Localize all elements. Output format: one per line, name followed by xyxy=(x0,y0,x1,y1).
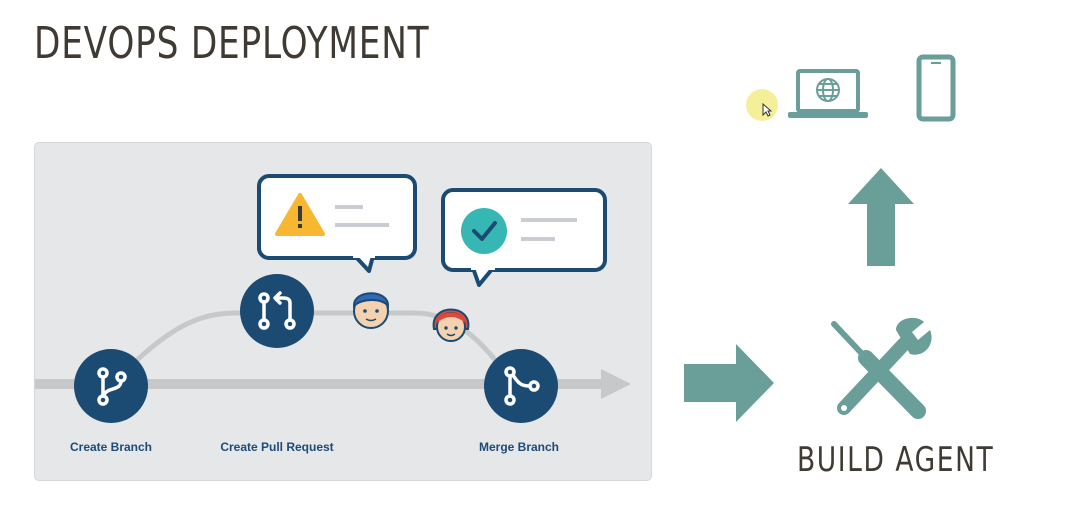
feature-branch-line xyxy=(109,310,516,386)
warning-callout xyxy=(257,174,417,273)
tools-icon xyxy=(831,317,932,419)
step-label-create-branch: Create Branch xyxy=(69,440,153,454)
build-agent-label: BUILD AGENT xyxy=(797,440,995,480)
warning-icon xyxy=(275,193,325,236)
main-branch-line xyxy=(35,379,605,389)
main-branch-arrowhead xyxy=(601,369,631,399)
male-developer-avatar xyxy=(352,292,390,329)
page-title: DEVOPS DEPLOYMENT xyxy=(34,18,430,69)
cursor-highlight xyxy=(746,89,778,121)
git-merge-icon xyxy=(484,349,558,423)
approval-callout xyxy=(441,188,607,287)
workflow-graphic xyxy=(35,174,631,423)
mouse-pointer-icon xyxy=(762,103,772,117)
pull-request-icon xyxy=(240,274,314,348)
up-arrow-icon xyxy=(848,168,914,266)
laptop-globe-icon xyxy=(788,69,868,118)
step-label-create-pull-request: Create Pull Request xyxy=(220,440,334,454)
git-workflow-panel: Create Branch Create Pull Request Merge … xyxy=(34,142,652,481)
checkmark-icon xyxy=(461,208,507,254)
right-arrow-icon xyxy=(684,344,774,422)
git-branch-icon xyxy=(74,349,148,423)
female-developer-avatar xyxy=(432,308,470,342)
mobile-phone-icon xyxy=(916,54,956,122)
step-label-merge-branch: Merge Branch xyxy=(478,440,560,454)
